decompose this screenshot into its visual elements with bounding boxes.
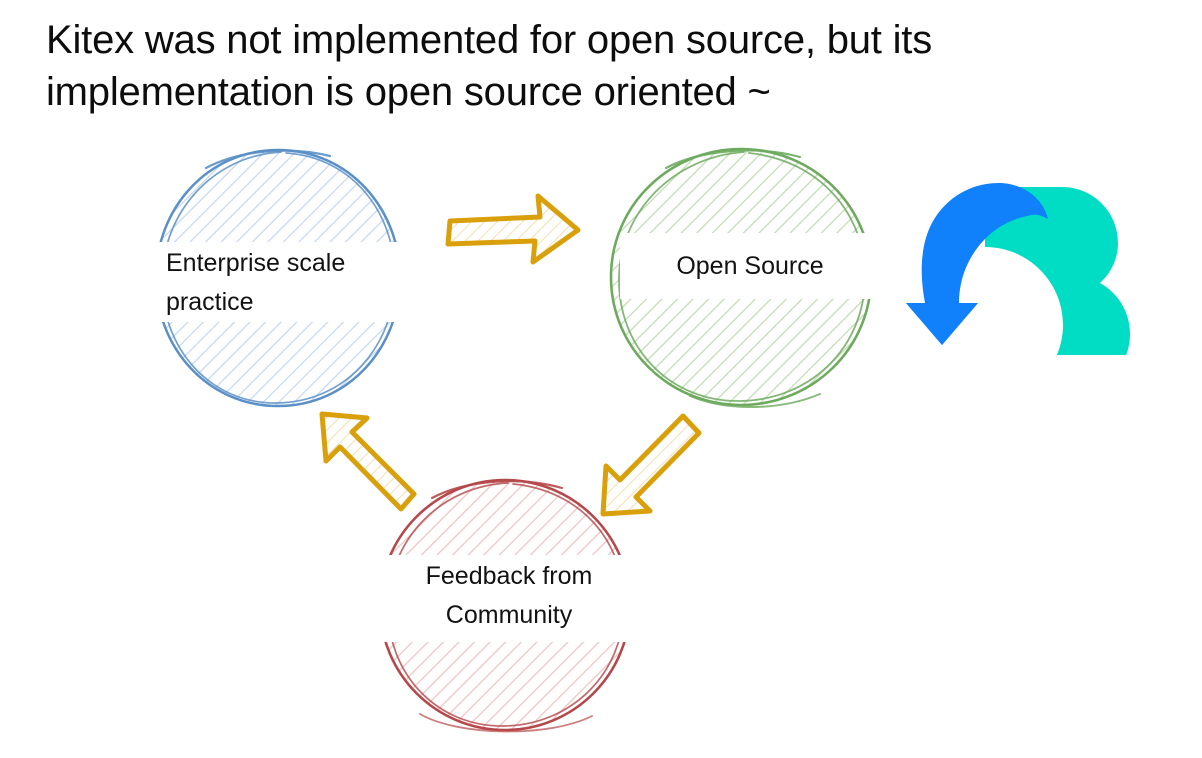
cloudwego-logo — [906, 183, 1130, 355]
cycle-diagram: Enterprise scale practice Open Source Fe… — [0, 120, 1202, 758]
node-label-open-source: Open Source — [620, 233, 880, 299]
node-label-feedback-line-1: Feedback from — [425, 562, 593, 590]
node-label-feedback-line-3-clipped: Contribution — [370, 635, 648, 640]
arrow-open-source-to-feedback — [600, 413, 702, 517]
logo-arrow-shape — [906, 183, 1048, 345]
node-label-open-source-line-1: Open Source — [676, 252, 824, 280]
node-label-enterprise-line-1: Enterprise scale — [166, 249, 346, 277]
page-title: Kitex was not implemented for open sourc… — [46, 18, 943, 114]
arrow-feedback-to-enterprise — [319, 411, 417, 512]
cycle-diagram-canvas — [154, 147, 873, 733]
node-label-enterprise-line-2: practice — [166, 288, 254, 316]
node-label-enterprise: Enterprise scale practice — [138, 242, 428, 322]
arrow-enterprise-to-open-source — [445, 193, 581, 265]
node-label-feedback-line-2: Community — [445, 601, 573, 629]
logo-cloud-shape — [985, 187, 1130, 355]
node-label-feedback: Feedback from Community Contribution — [370, 555, 648, 642]
